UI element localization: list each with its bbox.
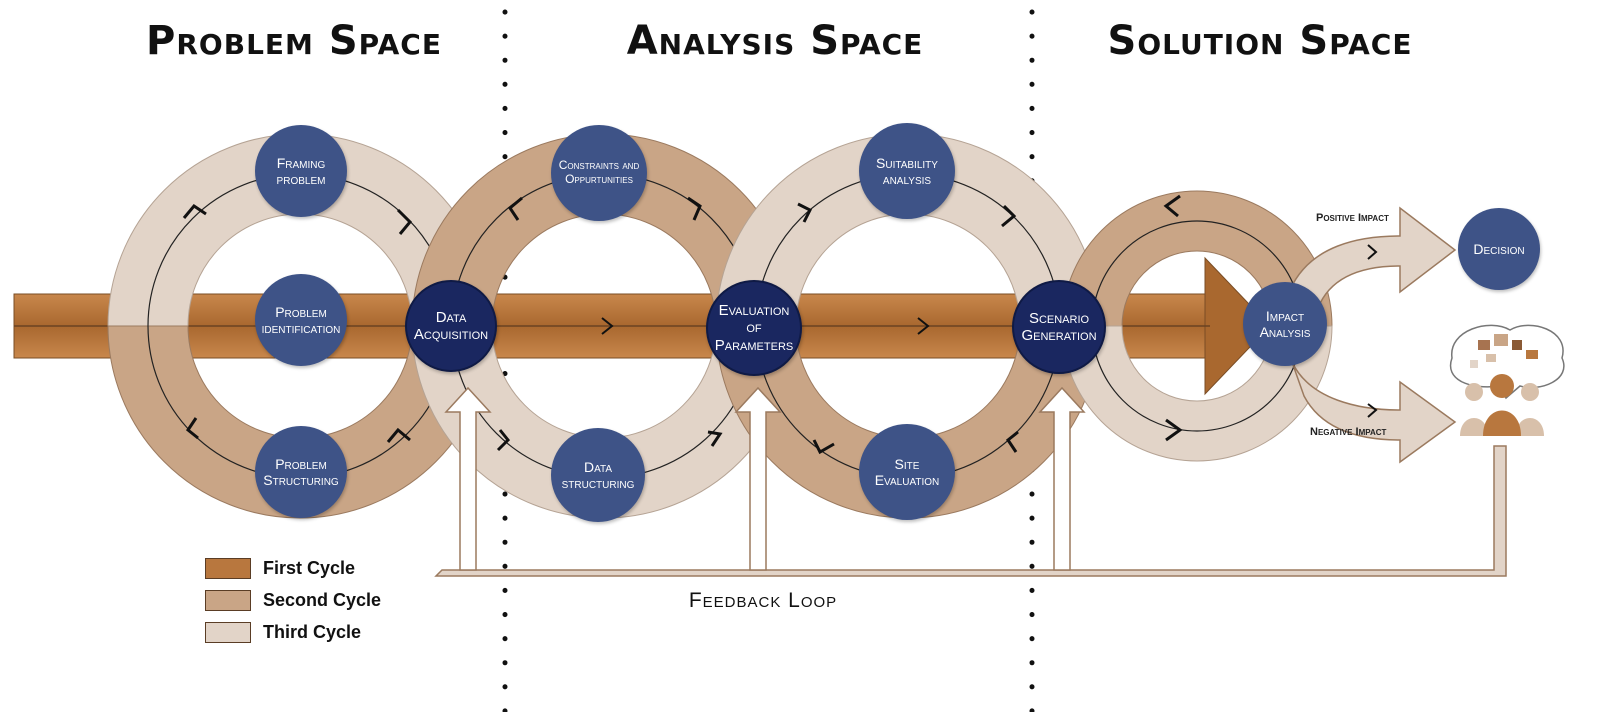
legend-second-cycle: Second Cycle <box>205 590 381 611</box>
data-structuring-node: Data structuring <box>551 428 645 522</box>
positive-impact-label: Positive Impact <box>1316 212 1389 224</box>
legend-label: First Cycle <box>263 558 356 578</box>
constraints-node: Constraints and Oppurtunities <box>551 125 647 221</box>
legend-label: Second Cycle <box>263 590 382 610</box>
negative-impact-label: Negative Impact <box>1310 426 1387 438</box>
legend-swatch <box>205 590 251 611</box>
impact-output-arrows <box>1289 206 1457 464</box>
impact-analysis-node: Impact Analysis <box>1243 282 1327 366</box>
decision-node: Decision <box>1458 208 1540 290</box>
site-evaluation-node: Site Evaluation <box>859 424 955 520</box>
problem-structuring-node: Problem Structuring <box>255 426 347 518</box>
cycle-direction-arrows <box>182 194 1183 455</box>
legend-swatch <box>205 558 251 579</box>
legend-first-cycle: First Cycle <box>205 558 355 579</box>
legend-label: Third Cycle <box>263 622 362 642</box>
framing-problem-node: Framing problem <box>255 125 347 217</box>
suitability-analysis-node: Suitability analysis <box>859 123 955 219</box>
problem-identification-node: Problem identification <box>255 274 347 366</box>
legend-swatch <box>205 622 251 643</box>
analysis-space-title: Analysis Space <box>626 18 924 64</box>
problem-space-title: Problem Space <box>146 18 442 64</box>
feedback-loop <box>434 386 1507 577</box>
stakeholders-icon <box>1449 324 1565 436</box>
solution-space-title: Solution Space <box>1107 18 1413 64</box>
feedback-loop-label: Feedback Loop <box>688 589 838 612</box>
data-acquisition-node: Data Acquisition <box>405 280 497 372</box>
scenario-generation-node: Scenario Generation <box>1012 280 1106 374</box>
evaluation-of-parameters-node: Evaluation of Parameters <box>706 280 802 376</box>
legend-third-cycle: Third Cycle <box>205 622 361 643</box>
